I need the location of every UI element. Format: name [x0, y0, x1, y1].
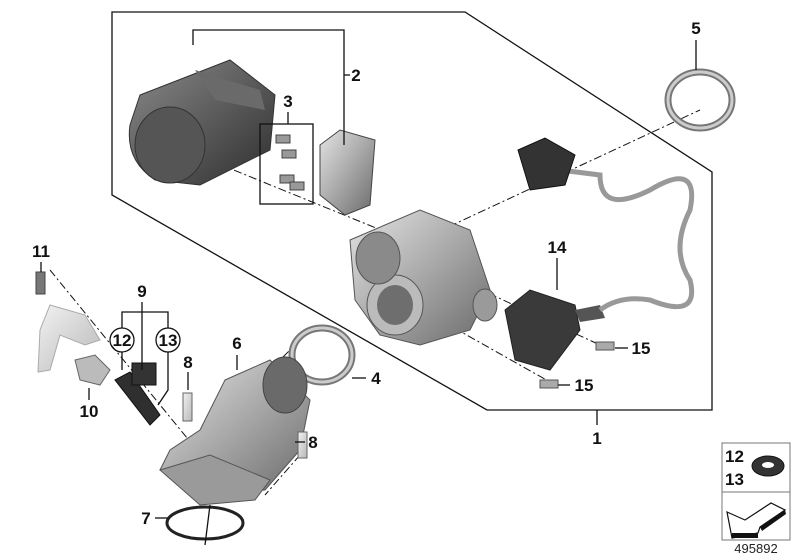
label-5: 5 — [691, 19, 700, 38]
part-sensor-plate — [319, 129, 376, 216]
part-throttle-body — [349, 209, 498, 346]
label-8b: 8 — [308, 433, 317, 452]
part-screws — [275, 134, 305, 191]
label-4: 4 — [371, 369, 381, 388]
part-screw-15a — [595, 341, 615, 351]
part-o-ring-7 — [165, 505, 245, 541]
label-13: 13 — [159, 331, 178, 350]
label-2: 2 — [351, 66, 360, 85]
part-hose-clamp-5 — [664, 68, 736, 132]
label-7: 7 — [141, 509, 150, 528]
label-1: 1 — [592, 429, 601, 448]
legend-label-13: 13 — [725, 470, 744, 489]
part-injector-12 — [114, 371, 161, 426]
diagram-number: 495892 — [734, 541, 777, 556]
label-15b: 15 — [575, 376, 594, 395]
assembly-boundary — [111, 11, 713, 411]
label-6: 6 — [232, 334, 241, 353]
part-bolt-11 — [35, 271, 46, 295]
part-screw-15b — [539, 379, 559, 389]
label-9: 9 — [137, 282, 146, 301]
label-8a: 8 — [183, 353, 192, 372]
part-cover — [128, 59, 276, 186]
part-plug-13 — [131, 362, 157, 386]
part-screw-8a — [182, 392, 193, 422]
part-clip-10 — [74, 354, 111, 386]
label-11: 11 — [32, 242, 50, 261]
part-screw-8b — [297, 431, 308, 459]
part-throttle-sensor — [504, 289, 605, 371]
part-hose-clamp-4 — [288, 324, 356, 386]
arrow-icon — [726, 502, 787, 539]
part-wiring-harness — [517, 137, 695, 313]
label-12: 12 — [113, 331, 132, 350]
legend-label-12: 12 — [725, 447, 744, 466]
label-10: 10 — [80, 402, 99, 421]
label-14: 14 — [548, 238, 567, 257]
label-3: 3 — [283, 92, 292, 111]
legend-box: 12 13 — [721, 442, 791, 541]
part-fuel-connector — [37, 304, 101, 373]
label-15a: 15 — [632, 339, 651, 358]
part-intake-manifold — [158, 356, 311, 506]
leader-lines — [40, 29, 697, 546]
